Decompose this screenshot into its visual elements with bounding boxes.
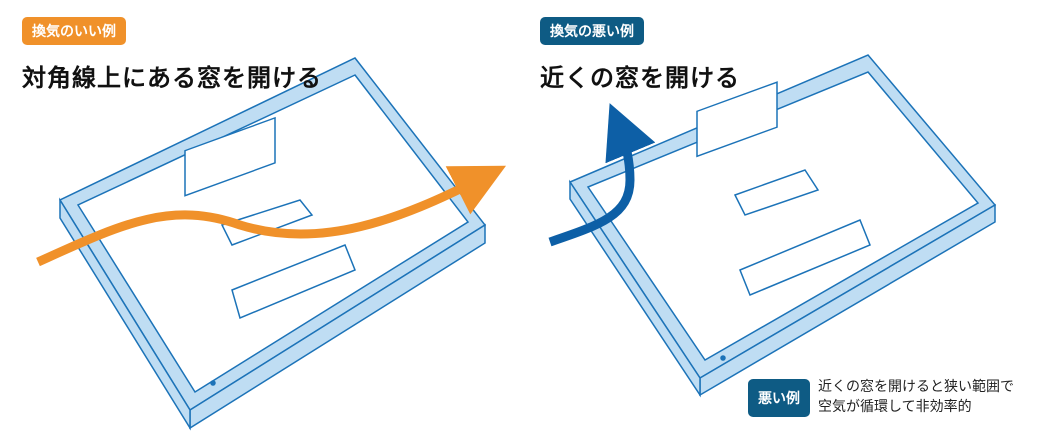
sofa-icon (231, 244, 356, 320)
note-text: 近くの窓を開けると狭い範囲で 空気が循環して非効率的 (818, 377, 1014, 417)
airflow-arrow-diagonal (36, 165, 507, 267)
sofa-icon (739, 219, 871, 296)
airflow-arrow-short (548, 103, 656, 247)
tv-icon (184, 116, 276, 197)
tv-icon (696, 81, 778, 158)
door-knob-icon (720, 355, 726, 361)
good-example-badge: 換気のいい例 (22, 17, 126, 45)
bad-example-title: 近くの窓を開ける (540, 64, 740, 92)
table-icon (733, 169, 820, 216)
table-icon (220, 199, 314, 246)
bad-example-badge: 換気の悪い例 (540, 17, 644, 45)
note-badge: 悪い例 (748, 379, 810, 417)
bad-room (568, 54, 997, 398)
good-example-title: 対角線上にある窓を開ける (22, 64, 322, 92)
good-room (58, 57, 487, 431)
door-knob-icon (210, 380, 216, 386)
note-line-2: 空気が循環して非効率的 (818, 399, 972, 415)
note-line-1: 近くの窓を開けると狭い範囲で (818, 379, 1014, 395)
